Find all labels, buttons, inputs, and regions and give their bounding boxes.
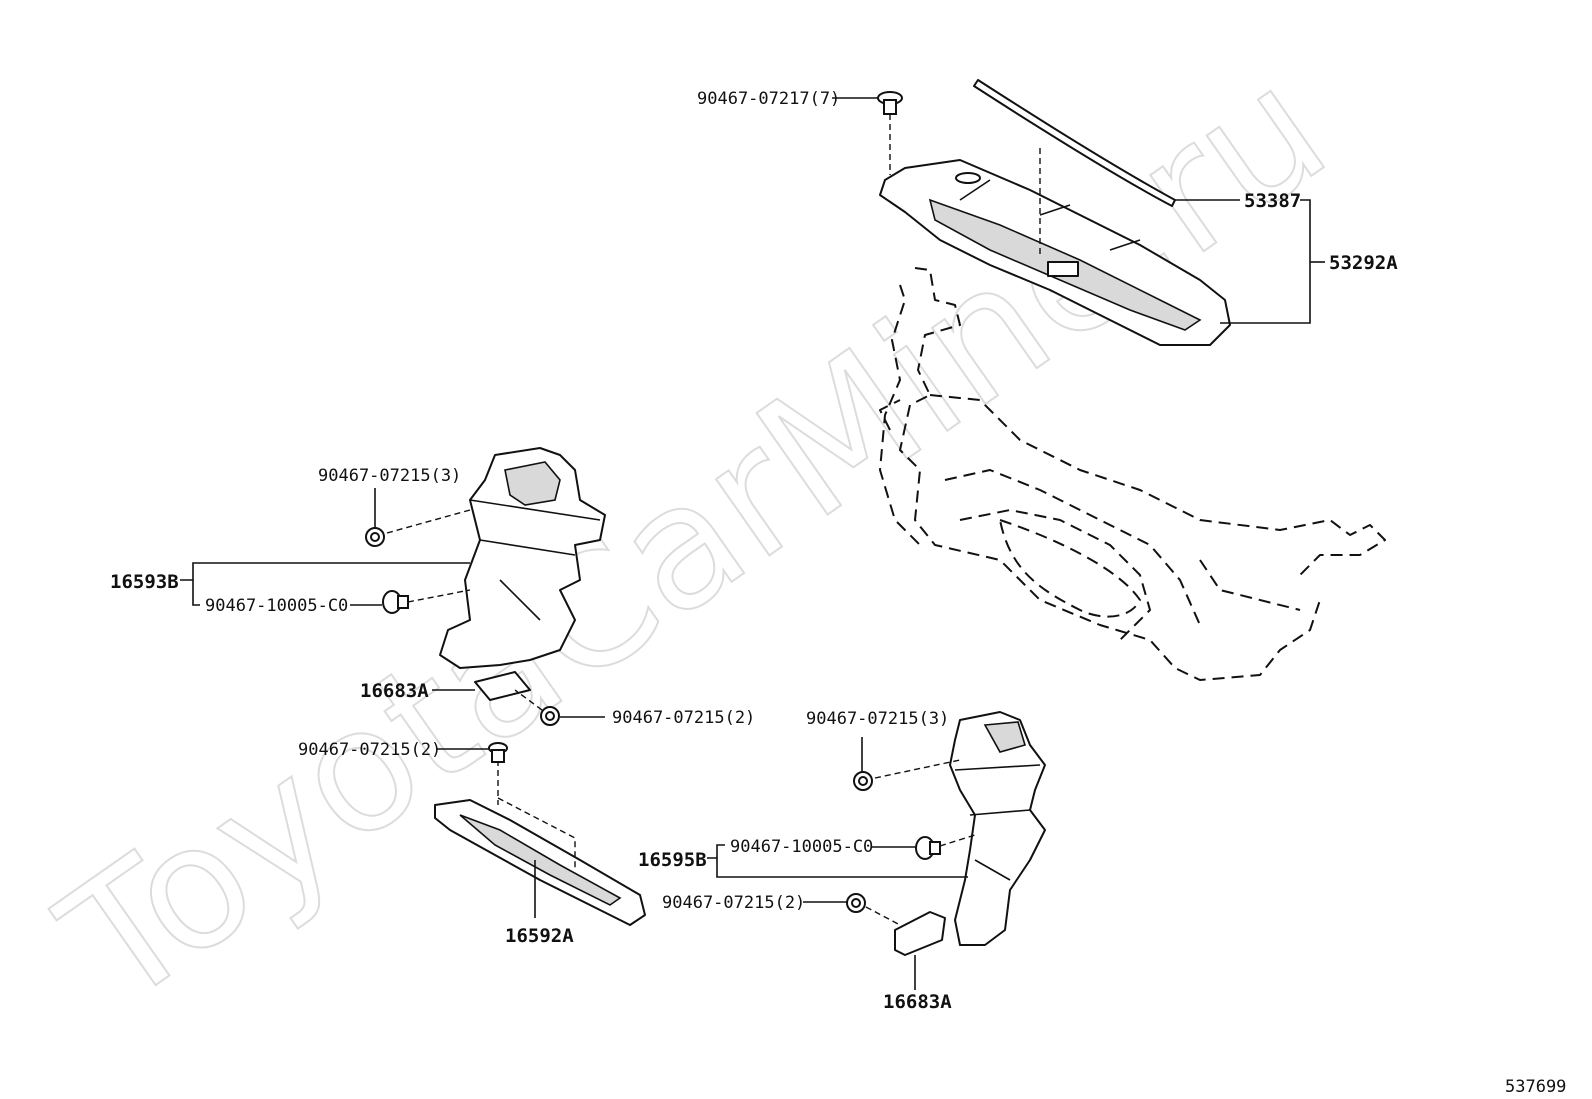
bolt-left-mid-icon	[540, 706, 560, 726]
label-53387: 53387	[1244, 190, 1301, 212]
bolt-left-upper-dash	[386, 509, 471, 534]
label-16683a-left: 16683A	[360, 680, 429, 702]
label-clip-07215-2-left-a: 90467-07215(2)	[612, 708, 755, 728]
label-clip-07215-3-right: 90467-07215(3)	[806, 709, 949, 729]
lower-seal-16592a	[434, 799, 646, 926]
bolt-right-upper-dash	[874, 759, 961, 779]
label-clip-07217: 90467-07217(7)	[697, 89, 840, 109]
diagram-id: 537699	[1505, 1077, 1566, 1097]
seal-53387	[973, 79, 1176, 207]
clip-left-lower-icon	[488, 742, 508, 763]
label-16683a-right: 16683A	[883, 991, 952, 1013]
clip-right-10005-dash	[939, 834, 976, 847]
bolt-left-mid-dash	[514, 689, 543, 711]
radiator-support-ghost	[879, 267, 1386, 681]
label-clip-07215-2-left-b: 90467-07215(2)	[298, 740, 441, 760]
upper-cover-53292a	[879, 159, 1231, 346]
clip-left-10005-dash	[407, 589, 471, 603]
bolt-right-lower-dash	[865, 906, 901, 926]
clip-07217-icon	[877, 91, 903, 115]
side-seal-16595b	[894, 711, 1046, 956]
label-clip-07215-3-left: 90467-07215(3)	[318, 466, 461, 486]
clip-right-10005-icon	[915, 836, 941, 860]
label-16593b: 16593B	[110, 571, 179, 593]
bolt-right-upper-icon	[853, 771, 873, 791]
label-53292a: 53292A	[1329, 252, 1398, 274]
side-seal-16593b	[439, 447, 606, 701]
label-16592a: 16592A	[505, 925, 574, 947]
watermark-text: ToyotaCarMine.ru	[29, 30, 1360, 1045]
clip-left-10005-icon	[382, 590, 409, 614]
label-clip-10005-right: 90467-10005-C0	[730, 837, 873, 857]
leader-lines	[180, 97, 1325, 990]
label-clip-10005-left: 90467-10005-C0	[205, 596, 348, 616]
bolt-left-upper-icon	[365, 527, 385, 547]
label-16595b: 16595B	[638, 849, 707, 871]
bolt-right-lower-icon	[846, 893, 866, 913]
label-clip-07215-2-right: 90467-07215(2)	[662, 893, 805, 913]
